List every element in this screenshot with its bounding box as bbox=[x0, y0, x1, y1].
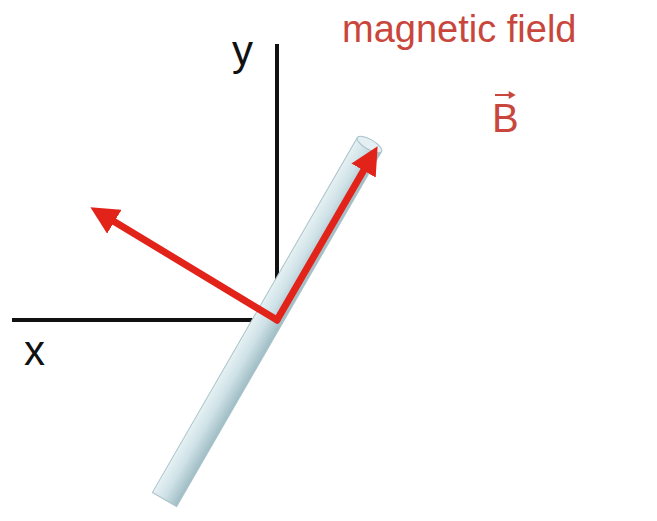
perpendicular-arrow bbox=[100, 213, 277, 320]
vector-symbol: B bbox=[492, 98, 519, 138]
field-vectors bbox=[100, 156, 372, 320]
field-arrow bbox=[277, 156, 372, 320]
axis-label: x bbox=[24, 330, 45, 372]
field-label: magnetic field bbox=[342, 10, 576, 48]
axes bbox=[12, 44, 279, 322]
rod bbox=[152, 133, 384, 506]
x-axis bbox=[12, 318, 279, 322]
axis-label: y bbox=[232, 30, 253, 72]
